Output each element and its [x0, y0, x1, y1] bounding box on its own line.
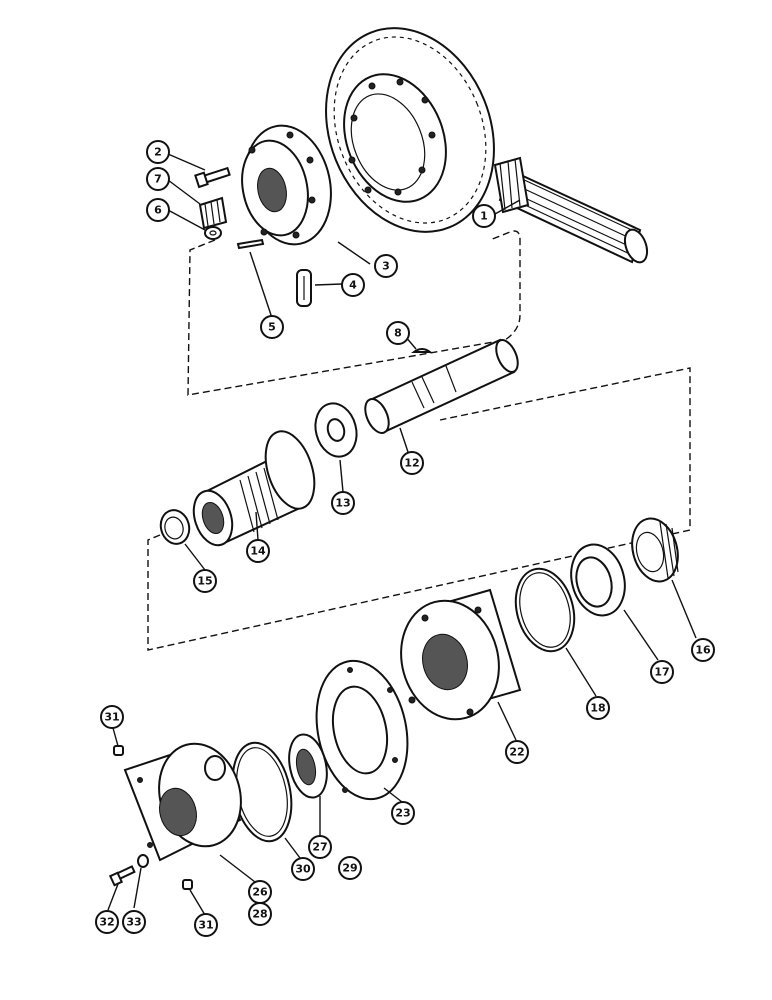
roller-bearing-16	[631, 517, 679, 583]
dashed-group-line-middle	[147, 367, 691, 651]
svg-text:15: 15	[197, 575, 212, 588]
differential-case	[241, 124, 332, 246]
dashed-group-line-top	[187, 230, 521, 396]
svg-text:16: 16	[695, 644, 711, 657]
bearing-housing-22	[400, 588, 522, 721]
svg-text:5: 5	[268, 321, 276, 334]
callout-17: 17	[650, 660, 674, 684]
callout-23: 23	[391, 801, 415, 825]
svg-text:14: 14	[250, 545, 266, 558]
callout-16: 16	[691, 638, 715, 662]
callout-6: 6	[146, 198, 170, 222]
callout-31-top: 31	[100, 705, 124, 729]
svg-text:13: 13	[335, 497, 350, 510]
svg-text:7: 7	[154, 173, 162, 186]
svg-text:26: 26	[252, 886, 268, 899]
svg-text:3: 3	[382, 260, 390, 273]
o-ring-18	[514, 567, 576, 653]
callout-15: 15	[193, 569, 217, 593]
bearing-cup-15	[159, 509, 191, 545]
callout-22: 22	[505, 740, 529, 764]
pinion-shaft	[493, 156, 649, 264]
svg-text:18: 18	[590, 702, 605, 715]
svg-text:28: 28	[252, 908, 267, 921]
retainer-housing-26	[123, 742, 242, 862]
callout-8: 8	[386, 321, 410, 345]
leader-lines	[107, 153, 697, 916]
svg-text:22: 22	[509, 746, 524, 759]
callout-1: 1	[472, 204, 496, 228]
callout-4: 4	[341, 273, 365, 297]
axle-shaft-12	[364, 338, 519, 434]
bearing-race-17	[570, 543, 626, 617]
svg-text:6: 6	[154, 204, 162, 217]
svg-text:12: 12	[404, 457, 419, 470]
callout-5: 5	[260, 315, 284, 339]
callout-31-bottom: 31	[194, 913, 218, 937]
svg-text:31: 31	[198, 919, 213, 932]
pin-5	[236, 238, 265, 250]
svg-text:29: 29	[342, 862, 357, 875]
callout-12: 12	[400, 451, 424, 475]
svg-text:23: 23	[395, 807, 410, 820]
gasket-23	[315, 659, 409, 801]
callout-32: 32	[95, 910, 119, 934]
callout-18: 18	[586, 696, 610, 720]
seal-27	[288, 733, 328, 799]
callout-29: 29	[338, 856, 362, 880]
svg-text:30: 30	[295, 863, 311, 876]
callout-28: 28	[248, 902, 272, 926]
splined-hub-14	[192, 430, 316, 547]
svg-text:8: 8	[394, 327, 402, 340]
thrust-washer-6	[204, 226, 222, 240]
callout-27: 27	[308, 835, 332, 859]
callout-33: 33	[122, 910, 146, 934]
svg-text:1: 1	[480, 210, 488, 223]
bolt-32	[108, 865, 136, 887]
svg-text:4: 4	[349, 279, 357, 292]
pinion-gear-7	[198, 196, 228, 230]
svg-text:31: 31	[104, 711, 119, 724]
callout-2: 2	[146, 140, 170, 164]
o-ring-30	[231, 741, 293, 843]
callout-26: 26	[248, 880, 272, 904]
pin-4	[296, 269, 312, 307]
callout-30: 30	[291, 857, 315, 881]
svg-text:2: 2	[154, 146, 162, 159]
svg-text:32: 32	[99, 916, 114, 929]
svg-text:17: 17	[654, 666, 669, 679]
lock-washer-33	[137, 854, 149, 868]
svg-text:27: 27	[312, 841, 327, 854]
washer-13	[314, 402, 358, 458]
fitting-31-top	[113, 745, 124, 756]
callout-3: 3	[374, 254, 398, 278]
key-8	[410, 348, 434, 353]
callout-7: 7	[146, 167, 170, 191]
callout-13: 13	[331, 491, 355, 515]
svg-text:33: 33	[126, 916, 141, 929]
fitting-31-bottom	[182, 879, 193, 890]
callout-14: 14	[246, 539, 270, 563]
ring-gear	[325, 27, 495, 233]
bolt-2	[194, 166, 231, 189]
